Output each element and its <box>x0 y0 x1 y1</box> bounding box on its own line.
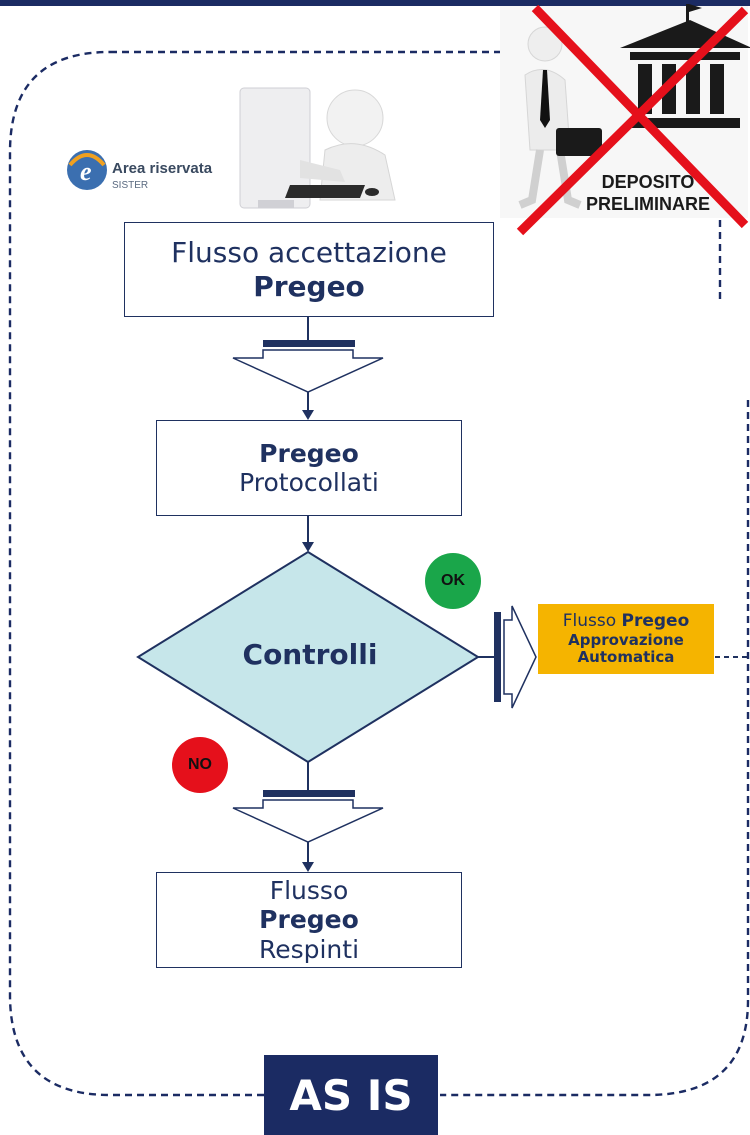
box3-line1: Flusso Pregeo <box>259 876 359 935</box>
deposito-line1: DEPOSITO <box>601 172 695 192</box>
deposito-line2: PRELIMINARE <box>585 193 710 214</box>
flow-box-respinti: Flusso Pregeo Respinti <box>156 872 462 968</box>
box1-line1: Flusso accettazione <box>171 236 447 270</box>
block-arrow-2 <box>232 790 384 843</box>
flow-box-accettazione: Flusso accettazione Pregeo <box>124 222 494 317</box>
ok-badge: OK <box>425 553 481 609</box>
approval-box: Flusso Pregeo Approvazione Automatica <box>538 604 714 674</box>
red-cross-icon <box>516 4 749 236</box>
approval-flusso: Flusso <box>562 610 622 631</box>
svg-text:e: e <box>80 157 92 186</box>
box2-line2: Protocollati <box>239 468 379 497</box>
box3-pregeo: Pregeo <box>259 905 359 935</box>
approval-line2: Approvazione <box>568 630 684 649</box>
flow-box-protocollati: Pregeo Protocollati <box>156 420 462 516</box>
block-arrow-right <box>494 605 537 709</box>
block-arrow-1 <box>232 340 384 393</box>
no-badge: NO <box>172 737 228 793</box>
decision-label: Controlli <box>242 638 378 671</box>
approval-pregeo: Pregeo <box>621 610 690 631</box>
logo-title: Area riservata <box>112 160 213 177</box>
box1-line2: Pregeo <box>253 269 365 303</box>
box2-line1: Pregeo <box>259 438 359 468</box>
approval-line3: Automatica <box>577 647 675 666</box>
as-is-tag: AS IS <box>264 1055 438 1135</box>
box3-flusso: Flusso <box>269 875 349 905</box>
top-bar <box>0 0 750 6</box>
deposito-label: DEPOSITO PRELIMINARE <box>548 172 748 215</box>
box3-line2: Respinti <box>258 934 360 964</box>
sister-logo-icon: e <box>67 150 107 190</box>
computer-user-illustration <box>239 87 396 209</box>
approval-line1: Flusso Pregeo <box>562 610 690 632</box>
logo-subtitle: SISTER <box>112 180 149 191</box>
